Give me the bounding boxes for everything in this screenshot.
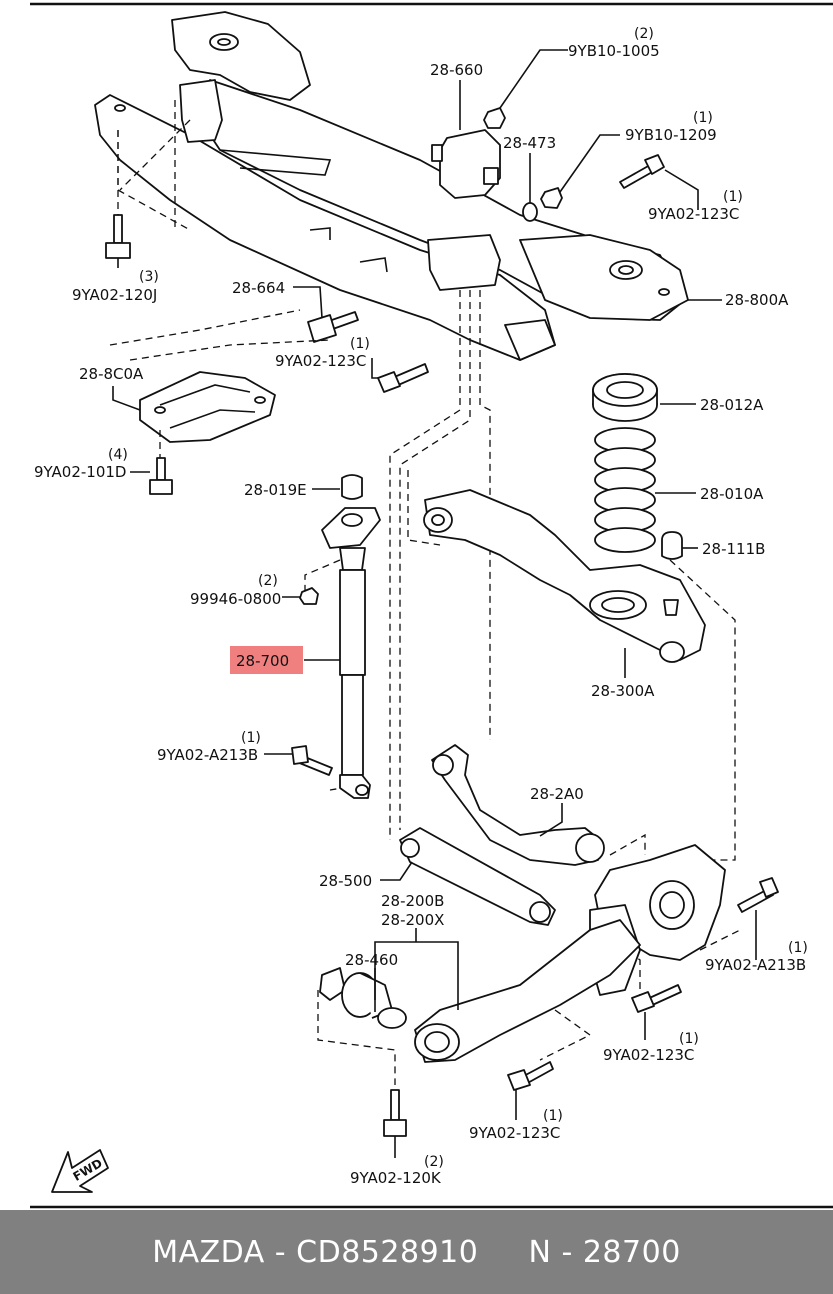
part-labels: 28-660 (2) 9YB10-1005 28-473 (1) 9YB10-1… — [34, 26, 808, 1187]
nut-9yb10-1005 — [483, 107, 506, 129]
qty-9ya02-123c-a: (1) — [723, 189, 743, 205]
label-28-010a: 28-010A — [700, 485, 764, 503]
highlight-28-700 — [230, 646, 303, 674]
label-28-660: 28-660 — [430, 61, 483, 79]
label-9ya02-120j: 9YA02-120J — [72, 286, 157, 304]
qty-9ya02-123c-d: (1) — [543, 1108, 563, 1124]
qty-9ya02-101d: (4) — [108, 447, 128, 463]
bolt-28-664 — [307, 311, 359, 343]
lower-arm-28-200b — [414, 919, 641, 1063]
nut-9yb10-1209 — [540, 187, 563, 209]
qty-9ya02-123c-b: (1) — [350, 336, 370, 352]
crossmember — [94, 11, 689, 361]
qty-9ya02-120j: (3) — [139, 269, 159, 285]
bump-stop-28-019e — [341, 474, 363, 500]
qty-9yb10-1005: (2) — [634, 26, 654, 42]
bolt-9ya02-123c-mid — [377, 363, 429, 393]
bump-stop-28-111b — [661, 531, 683, 560]
fwd-arrow-icon: FWD — [51, 1149, 109, 1193]
label-9yb10-1005: 9YB10-1005 — [568, 42, 660, 60]
label-99946-0800: 99946-0800 — [190, 590, 281, 608]
bolt-9ya02-123c-top — [619, 154, 665, 189]
assembly-lines — [109, 100, 741, 1085]
qty-9ya02-a213b-a: (1) — [241, 730, 261, 746]
label-28-200x: 28-200X — [381, 911, 444, 929]
label-28-473: 28-473 — [503, 134, 556, 152]
label-9ya02-a213b-b: 9YA02-A213B — [705, 956, 806, 974]
label-28-012a: 28-012A — [700, 396, 764, 414]
upper-arm-28-2a0 — [431, 744, 605, 866]
bolt-9ya02-101d — [149, 457, 173, 495]
label-28-019e: 28-019E — [244, 481, 307, 499]
label-9ya02-123c-b: 9YA02-123C — [275, 352, 366, 370]
part-28-660-mount — [431, 129, 501, 199]
arm-28-500 — [399, 827, 556, 926]
footer-text: MAZDA - CD8528910 N - 28700 — [152, 1234, 681, 1270]
qty-9ya02-120k: (2) — [424, 1154, 444, 1170]
qty-9yb10-1209: (1) — [693, 110, 713, 126]
label-28-8c0a: 28-8C0A — [79, 365, 144, 383]
footer-bar: MAZDA - CD8528910 N - 28700 — [0, 1210, 833, 1294]
label-9ya02-a213b-a: 9YA02-A213B — [157, 746, 258, 764]
bolt-9ya02-120k — [383, 1089, 407, 1137]
label-28-500: 28-500 — [319, 872, 372, 890]
bushing-28-460 — [319, 967, 407, 1029]
bolt-9ya02-a213b-right — [737, 877, 779, 913]
bolt-9ya02-a213b-left — [291, 745, 333, 776]
leader-lines — [112, 49, 757, 1158]
parts-diagram: FWD 28-660 (2) 9YB10- — [30, 2, 833, 1209]
label-9ya02-123c-a: 9YA02-123C — [648, 205, 739, 223]
washer-28-473 — [522, 202, 538, 222]
label-9yb10-1209: 9YB10-1209 — [625, 126, 717, 144]
qty-99946-0800: (2) — [258, 573, 278, 589]
label-28-111b: 28-111B — [702, 540, 765, 558]
qty-9ya02-123c-c: (1) — [679, 1031, 699, 1047]
label-28-460: 28-460 — [345, 951, 398, 969]
label-9ya02-101d: 9YA02-101D — [34, 463, 126, 481]
shock-absorber-28-700 — [321, 507, 381, 799]
bolt-9ya02-123c-bottom — [507, 1061, 554, 1091]
plate-28-8c0a — [139, 371, 276, 443]
label-28-300a: 28-300A — [591, 682, 655, 700]
spring-seat-28-012a — [592, 373, 658, 422]
bolt-9ya02-123c-right — [631, 984, 682, 1013]
label-9ya02-123c-d: 9YA02-123C — [469, 1124, 560, 1142]
nut-99946-0800 — [299, 587, 319, 605]
label-28-664: 28-664 — [232, 279, 285, 297]
label-9ya02-120k: 9YA02-120K — [350, 1169, 442, 1187]
label-28-700: 28-700 — [236, 652, 289, 670]
lower-arm-28-300a — [423, 489, 706, 663]
label-28-2a0: 28-2A0 — [530, 785, 584, 803]
label-28-200b: 28-200B — [381, 892, 444, 910]
label-28-800a: 28-800A — [725, 291, 789, 309]
qty-9ya02-a213b-b: (1) — [788, 940, 808, 956]
label-9ya02-123c-c: 9YA02-123C — [603, 1046, 694, 1064]
coil-spring-28-010a — [594, 427, 656, 553]
